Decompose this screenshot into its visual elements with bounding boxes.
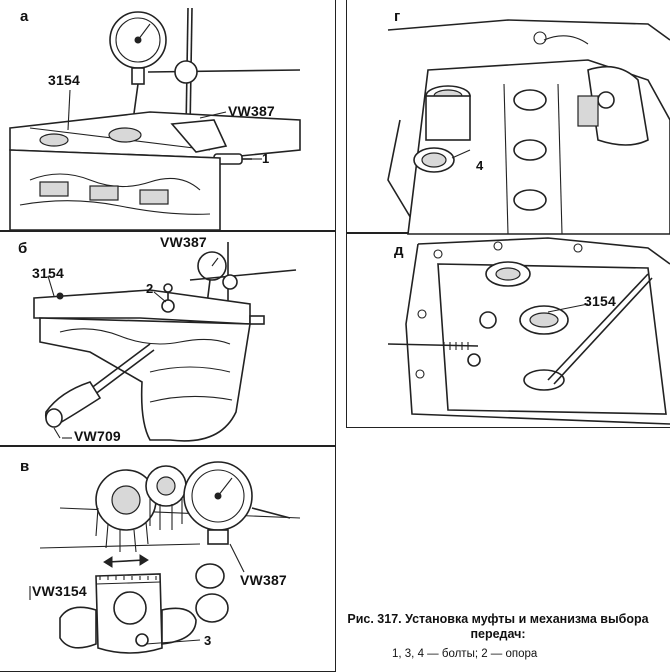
panel-a-letter: а [20, 8, 29, 25]
panel-b-letter: б [18, 240, 28, 257]
panel-v-part-label: VW3154 [32, 583, 87, 599]
panel-v-drawing [29, 461, 301, 654]
panel-g-drawing [387, 19, 670, 235]
panel-b-tool-bottom-label: VW709 [74, 428, 121, 444]
panel-a-bolt-label: 1 [262, 151, 270, 166]
panel-v-letter: в [20, 458, 30, 475]
panel-d-part-label: 3154 [584, 293, 616, 309]
figure-legend: 1, 3, 4 — болты; 2 — опора [392, 648, 538, 660]
panel-g-bolt-label: 4 [476, 158, 484, 173]
panel-v-bolt-label: 3 [204, 633, 212, 648]
panel-d-letter: д [394, 242, 404, 259]
panel-a-frame [0, 0, 336, 232]
figure-caption: Рис. 317. Установка муфты и механизма вы… [347, 612, 649, 641]
panel-b-part-label: 3154 [32, 265, 64, 281]
panel-b-support-label: 2 [146, 281, 154, 296]
panel-b-drawing [33, 242, 297, 442]
panel-b-tool-top-label: VW387 [160, 234, 207, 250]
panel-g-letter: г [394, 8, 401, 25]
panel-a-drawing [9, 7, 301, 231]
panel-d-drawing [387, 237, 670, 425]
panel-a-tool-label: VW387 [228, 103, 275, 119]
panel-a-part-label: 3154 [48, 72, 80, 88]
panel-v-tool-label: VW387 [240, 572, 287, 588]
